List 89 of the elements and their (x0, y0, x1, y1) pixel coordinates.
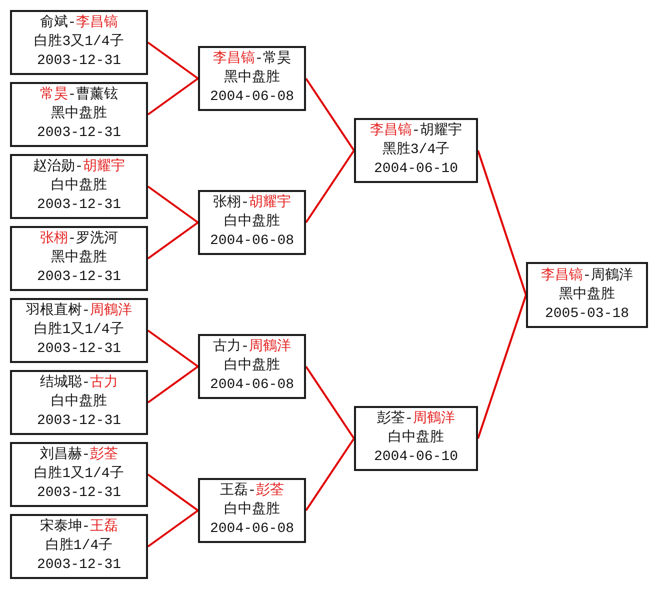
bracket-line (147, 42, 199, 80)
result-text: 黑中盘胜 (51, 105, 107, 124)
bracket-line (147, 474, 199, 512)
result-text: 黑中盘胜 (51, 249, 107, 268)
match-box (354, 118, 478, 183)
bracket-line (305, 150, 355, 224)
player-name: 宋泰坤- (40, 519, 90, 535)
result-text: 黑胜3/4子 (382, 141, 450, 160)
bracket-line (147, 78, 199, 116)
player-name: -胡耀宇 (412, 123, 462, 139)
match-date: 2003-12-31 (36, 268, 121, 287)
match-box (10, 82, 148, 147)
player-name: 俞斌- (40, 15, 76, 31)
match-date: 2003-12-31 (36, 412, 121, 431)
match-box (10, 10, 148, 75)
player-name: 古力 (90, 375, 118, 391)
player-name: -曹薰铉 (68, 87, 118, 103)
result-text: 白中盘胜 (51, 177, 107, 196)
player-name: 王磊 (90, 519, 118, 535)
match-date: 2003-12-31 (36, 124, 121, 143)
match-date: 2003-12-31 (36, 484, 121, 503)
player-name: -周鶴洋 (582, 268, 634, 284)
result-text: 黑中盘胜 (559, 286, 615, 304)
player-name: 李昌镐 (540, 268, 583, 284)
match-date: 2003-12-31 (36, 196, 121, 215)
player-name: 古力- (212, 339, 250, 355)
bracket-line (147, 186, 199, 224)
player-name: 彭荃 (90, 447, 118, 463)
bracket-line (305, 78, 355, 152)
match-date: 2003-12-31 (36, 52, 121, 71)
match-date: 2004-06-08 (210, 232, 294, 251)
match-box (354, 406, 478, 471)
bracket-line (147, 222, 199, 260)
result-text: 白中盘胜 (388, 429, 444, 448)
match-box (10, 154, 148, 219)
bracket-line (147, 330, 199, 368)
result-text: 白中盘胜 (224, 357, 280, 376)
match-date: 2004-06-08 (210, 376, 294, 395)
player-name: 李昌镐 (370, 123, 412, 139)
player-name: 周鶴洋 (90, 303, 132, 319)
result-text: 白胜1/4子 (45, 537, 113, 556)
player-name: -罗洗河 (68, 231, 118, 247)
player-name: 李昌镐 (212, 51, 255, 67)
result-text: 白中盘胜 (224, 501, 280, 520)
match-date: 2005-03-18 (544, 304, 629, 324)
result-text: 白中盘胜 (51, 393, 107, 412)
match-box (10, 298, 148, 363)
match-box (198, 190, 306, 255)
player-name: 李昌镐 (76, 15, 118, 31)
match-box (10, 226, 148, 291)
player-name: 赵治勋- (32, 159, 84, 175)
player-name: 结城聪- (40, 375, 90, 391)
bracket-line (305, 438, 355, 512)
bracket-line (477, 294, 527, 439)
match-box (526, 262, 648, 328)
match-date: 2003-12-31 (36, 556, 121, 575)
player-name: 张栩- (212, 195, 250, 211)
result-text: 白胜1又1/4子 (34, 321, 124, 340)
bracket-line (305, 366, 355, 440)
player-name: -常昊 (254, 51, 292, 67)
player-name: 周鶴洋 (413, 411, 456, 427)
match-date: 2003-12-31 (36, 340, 121, 359)
player-name: 胡耀宇 (249, 195, 292, 211)
bracket-line (147, 510, 199, 548)
match-box (198, 334, 306, 399)
match-box (10, 370, 148, 435)
match-box (198, 478, 306, 543)
player-name: 常昊 (40, 87, 68, 103)
match-box (10, 442, 148, 507)
match-box (10, 514, 148, 579)
match-date: 2004-06-08 (210, 88, 294, 107)
result-text: 黑中盘胜 (224, 69, 280, 88)
result-text: 白胜1又1/4子 (34, 465, 124, 484)
player-name: 周鶴洋 (249, 339, 292, 355)
player-name: 胡耀宇 (83, 159, 126, 175)
bracket-line (477, 150, 527, 296)
match-date: 2004-06-10 (374, 160, 458, 179)
player-name: 张栩 (40, 231, 68, 247)
match-date: 2004-06-10 (374, 448, 458, 467)
player-name: 刘昌赫- (40, 447, 90, 463)
bracket-line (147, 366, 199, 404)
player-name: 羽根直树- (26, 303, 90, 319)
match-box (198, 46, 306, 111)
player-name: 彭荃 (256, 483, 284, 499)
match-date: 2004-06-08 (210, 520, 294, 539)
result-text: 白胜3又1/4子 (34, 33, 124, 52)
player-name: 王磊- (220, 483, 256, 499)
result-text: 白中盘胜 (224, 213, 280, 232)
player-name: 彭荃- (376, 411, 414, 427)
